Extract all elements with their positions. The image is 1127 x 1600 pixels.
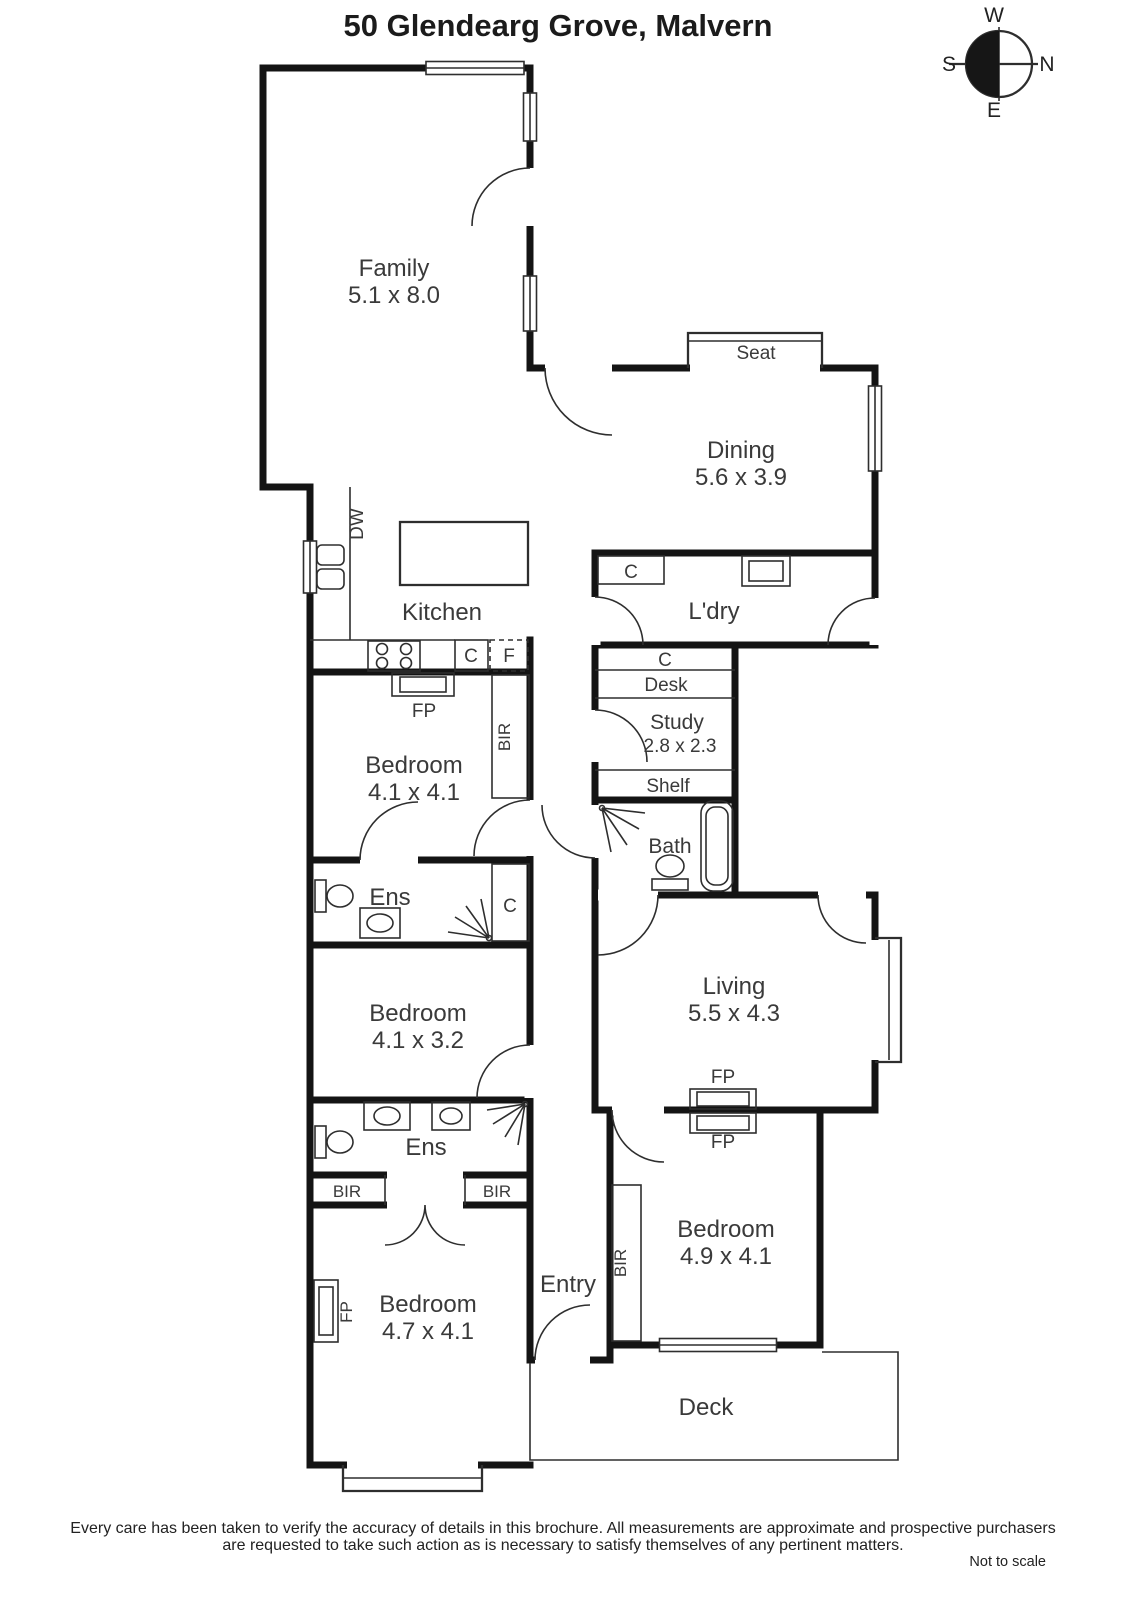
compass-north: N — [1039, 53, 1054, 76]
basin-icon — [359, 907, 401, 939]
built-in-robe — [491, 674, 530, 799]
living-bay-window — [875, 936, 903, 1064]
fireplace-label-bedroom4: FP — [337, 1301, 356, 1323]
compass-south: S — [942, 53, 956, 76]
shower-icon — [486, 1100, 529, 1146]
ensuite1-cupboard — [491, 863, 530, 942]
disclaimer-line1: Every care has been taken to verify the … — [70, 1520, 1055, 1537]
room-label-family: Family — [359, 255, 430, 282]
window — [302, 540, 318, 594]
fireplace-icon — [689, 1088, 757, 1134]
cupboard-label-kitchen: C — [464, 646, 478, 667]
room-dims-family: 5.1 x 8.0 — [348, 282, 440, 309]
disclaimer-line2: are requested to take such action as is … — [222, 1537, 903, 1554]
kitchen-island-bench — [398, 520, 530, 587]
room-label-bedroom1: Bedroom — [365, 752, 462, 779]
kitchen-cupboard — [454, 639, 489, 672]
compass: W N S E — [942, 4, 1055, 122]
walls — [259, 64, 879, 1469]
toilet-icon — [651, 854, 689, 891]
cupboard-label-study: C — [658, 650, 672, 671]
fireplace-label-living: FP — [711, 1067, 735, 1088]
deck-outline — [529, 1351, 899, 1461]
robe-dividers — [384, 1175, 466, 1205]
window — [658, 1337, 778, 1353]
room-label-bedroom4: Bedroom — [379, 1291, 476, 1318]
sink-icon — [316, 544, 345, 590]
fireplace-icon — [313, 1279, 339, 1343]
room-dims-living: 5.5 x 4.3 — [688, 1000, 780, 1027]
room-label-ensuite2: Ens — [405, 1134, 446, 1161]
bir-label-bedroom3: BIR — [611, 1249, 630, 1277]
windows — [302, 60, 883, 1353]
fridge-space — [489, 639, 529, 672]
room-label-deck: Deck — [679, 1394, 735, 1421]
room-label-ensuite1: Ens — [369, 884, 410, 911]
seat-bay-window — [686, 331, 824, 368]
toilet-icon — [314, 1125, 354, 1159]
bathtub-icon — [700, 800, 734, 892]
bedroom4-bay-window — [341, 1465, 484, 1493]
desk-label: Desk — [644, 675, 688, 696]
room-dims-bedroom4: 4.7 x 4.1 — [382, 1318, 474, 1345]
dishwasher-label: DW — [347, 508, 368, 540]
study-joinery — [595, 669, 735, 771]
stove-icon — [367, 640, 421, 672]
room-dims-bedroom1: 4.1 x 4.1 — [368, 779, 460, 806]
wall-openings — [347, 168, 881, 1471]
cupboard-label-ensuite1: C — [503, 896, 517, 917]
fireplace-icon — [391, 672, 455, 697]
laundry-cupboard — [597, 555, 665, 585]
door-arcs — [359, 167, 876, 1361]
room-label-laundry: L'dry — [688, 598, 739, 625]
seat-label: Seat — [736, 343, 776, 364]
room-label-kitchen: Kitchen — [402, 599, 482, 626]
toilet-icon — [314, 879, 354, 913]
vanity-icon — [363, 1101, 471, 1131]
room-label-bath: Bath — [648, 835, 691, 858]
fireplace-label-bedroom1: FP — [412, 701, 436, 722]
compass-east: E — [987, 99, 1001, 122]
room-label-bedroom2: Bedroom — [369, 1000, 466, 1027]
window — [425, 60, 525, 76]
shower-icon — [598, 804, 646, 853]
room-label-dining: Dining — [707, 437, 775, 464]
room-label-study: Study — [650, 711, 704, 734]
shower-icon — [447, 898, 493, 942]
room-dims-study: 2.8 x 2.3 — [644, 736, 717, 757]
cupboard-label-laundry: C — [624, 562, 638, 583]
built-in-robe — [611, 1184, 642, 1342]
bir-label-bedroom1: BIR — [495, 723, 514, 751]
room-label-entry: Entry — [540, 1271, 596, 1298]
room-dims-dining: 5.6 x 3.9 — [695, 464, 787, 491]
page-title: 50 Glendearg Grove, Malvern — [343, 8, 772, 43]
bir-label-left: BIR — [333, 1182, 361, 1201]
not-to-scale-note: Not to scale — [969, 1554, 1046, 1570]
fridge-label: F — [503, 646, 515, 667]
fireplace-label-bedroom3: FP — [711, 1132, 735, 1153]
room-dims-bedroom3: 4.9 x 4.1 — [680, 1243, 772, 1270]
window — [867, 385, 883, 472]
room-label-living: Living — [703, 973, 766, 1000]
laundry-trough-icon — [741, 555, 791, 587]
shelf-label: Shelf — [646, 776, 690, 797]
compass-west: W — [984, 4, 1004, 27]
window — [522, 275, 538, 332]
room-label-bedroom3: Bedroom — [677, 1216, 774, 1243]
bir-label-right: BIR — [483, 1182, 511, 1201]
room-dims-bedroom2: 4.1 x 3.2 — [372, 1027, 464, 1054]
kitchen-bench — [310, 487, 455, 641]
window — [522, 92, 538, 142]
